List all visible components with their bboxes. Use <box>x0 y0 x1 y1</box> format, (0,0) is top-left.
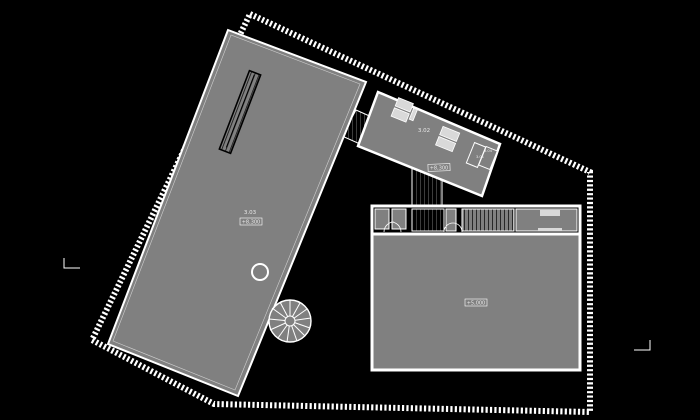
room-3-03-inner-line <box>112 34 361 391</box>
lower-hall-level: +5,000 <box>467 301 486 307</box>
site-boundary <box>88 10 593 416</box>
room-3-03 <box>106 28 368 398</box>
room-3-03-id: 3.03 <box>244 210 257 216</box>
room-3-02 <box>356 90 502 198</box>
room-3-02-id: 3.02 <box>418 128 430 134</box>
straight-stair <box>218 69 262 155</box>
workstations <box>390 97 461 153</box>
spiral-stair <box>268 299 312 343</box>
label-lower-hall: +5,000 <box>464 298 488 307</box>
room-3-02-level: +8,300 <box>430 166 449 172</box>
room-3-01-id: 3.01 <box>476 155 484 159</box>
label-room-3-02: 3.02 +8,300 <box>418 128 451 172</box>
section-marker-left <box>63 258 80 269</box>
label-room-3-03: 3.03 +8,300 <box>239 210 263 226</box>
room-3-04-id: 3.04 <box>484 149 493 153</box>
lower-hall <box>370 204 582 372</box>
room-3-03-level: +8,300 <box>242 220 261 226</box>
circular-opening <box>251 263 269 281</box>
section-marker-right <box>634 340 651 351</box>
room-3-04 <box>478 145 498 171</box>
